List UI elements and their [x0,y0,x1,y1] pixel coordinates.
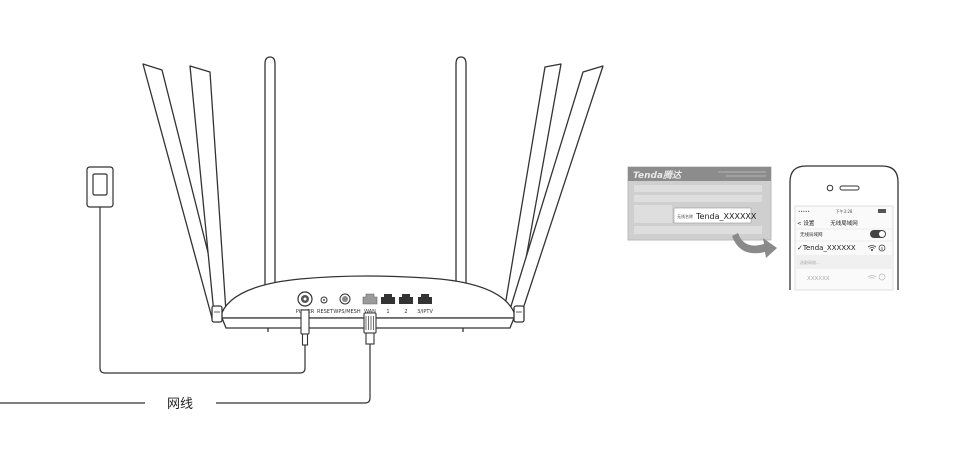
reset-label: RESET [317,309,334,315]
lan1-port [381,294,395,304]
phone-status-signal: ••••• [798,209,810,214]
cable-label: 网线 [167,397,193,412]
wifi-icon-secondary [867,275,877,279]
phone-screen-title: 无线局域网 [830,219,858,227]
wps-mesh-label: WPS/MESH [333,309,360,315]
label-card-ssid-value: Tenda_XXXXXX [695,212,757,221]
router-antennas [142,56,604,321]
phone-selected-network: ✓Tenda_XXXXXX [797,244,856,252]
phone-camera [826,184,834,192]
phone: ••••• 下午3:28 < 设置 无线局域网 无线局域网 ✓Tenda_XXX… [789,165,899,291]
reset-button [320,296,328,304]
label-card-ssid-key: 无线名称 [677,213,693,219]
wps-mesh-button [339,293,351,305]
phone-status-time: 下午3:28 [836,208,853,214]
power-port [297,291,313,307]
power-cable [99,213,306,374]
wan-port [362,293,378,305]
flow-arrow [732,233,777,258]
lan3-iptv-label: 3/IPTV [417,309,433,315]
ethernet-plug [363,312,377,345]
power-adapter [86,166,114,213]
right-hinge [513,305,525,323]
power-plug [300,309,310,346]
phone-section-label: 选取网络... [800,259,820,265]
phone-battery-icon [878,209,886,213]
lan3-iptv-port [418,294,432,304]
wifi-icon [867,245,877,251]
lan2-label: 2 [404,309,407,315]
router-label-card: Tenda腾达 无线名称 Tenda_XXXXXX [627,166,772,241]
wan-label: WAN [364,309,376,315]
info-icon [878,244,886,252]
info-icon-secondary [878,273,886,281]
phone-speaker [839,185,860,191]
antenna-center-left [264,56,276,321]
lan1-label: 1 [386,309,389,315]
lan2-port [399,294,413,304]
antenna-outer-right [507,65,604,319]
router-ports [297,291,432,307]
label-card-brand: Tenda腾达 [633,170,683,181]
antenna-center-right [455,56,467,321]
phone-back-button: < 设置 [797,219,815,227]
phone-screen [794,205,894,291]
left-hinge [211,305,223,323]
phone-other-network: XXXXXX [807,276,830,282]
ethernet-cable [216,344,371,404]
phone-wlan-label: 无线局域网 [800,231,823,238]
